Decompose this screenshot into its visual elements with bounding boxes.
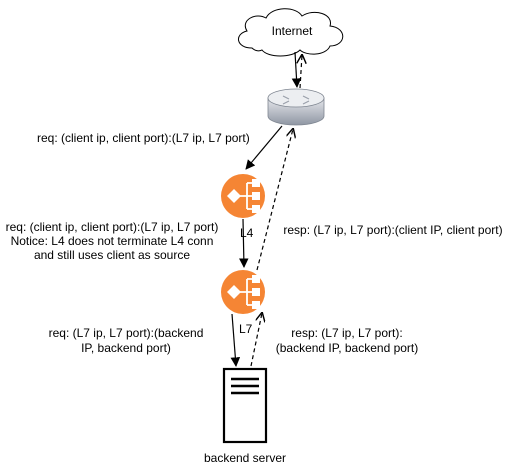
label-resp-backend-to-l7-line2: (backend IP, backend port)	[276, 341, 419, 355]
backend-server-label: backend server	[204, 451, 286, 465]
edge-l4-to-l7	[239, 218, 249, 268]
label-req-l4-to-l7-line2: Notice: L4 does not terminate L4 conn	[11, 234, 214, 248]
load-balancer-icon	[221, 270, 265, 314]
internet-label: Internet	[272, 24, 313, 38]
label-req-client-to-l4: req: (client ip, client port):(L7 ip, L7…	[37, 131, 250, 145]
label-l7: L7	[239, 322, 253, 336]
edge-router-to-internet	[300, 55, 302, 89]
l7-load-balancer	[221, 270, 265, 314]
edge-l7-to-router	[256, 129, 293, 271]
edge-internet-to-router	[291, 51, 302, 88]
edge-backend-to-l7	[250, 313, 262, 367]
backend-server-node: backend server	[204, 367, 286, 465]
label-l4: L4	[240, 226, 254, 240]
label-req-l7-to-backend-line1: req: (L7 ip, L7 port):(backend	[49, 326, 204, 340]
load-balancer-icon	[221, 174, 265, 218]
cloud-icon	[238, 8, 344, 57]
edge-router-to-l4	[245, 125, 283, 170]
edge-l7-to-backend	[230, 313, 241, 367]
label-resp-l7-to-client: resp: (L7 ip, L7 port):(client IP, clien…	[283, 223, 502, 237]
l4-load-balancer	[221, 174, 265, 218]
internet-node: Internet	[238, 8, 344, 57]
router-node	[267, 88, 325, 126]
server-icon	[222, 367, 268, 444]
label-req-l7-to-backend-line2: IP, backend port)	[81, 341, 171, 355]
label-req-l4-to-l7-line3: and still uses client as source	[34, 248, 190, 262]
label-req-l4-to-l7-line1: req: (client ip, client port):(L7 ip, L7…	[6, 220, 219, 234]
router-icon	[267, 88, 325, 126]
label-resp-backend-to-l7-line1: resp: (L7 ip, L7 port):	[291, 326, 402, 340]
